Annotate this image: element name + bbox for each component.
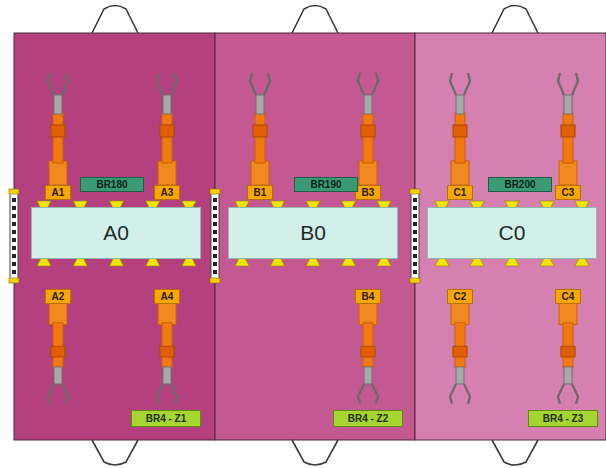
light-curtain [410,189,420,283]
robot-label-text: C4 [562,291,575,302]
fixture-table-text: C0 [499,221,526,244]
robot-arm [358,73,378,185]
robot-label-text: A2 [52,291,65,302]
robot-arm [450,303,470,404]
robot-arm [48,303,68,404]
zone-label-text: BR4 - Z3 [543,413,584,424]
fixture-table: C0 [427,207,597,259]
robot-label-text: A1 [52,187,65,198]
robot-label: C3 [555,185,581,200]
light-curtain [9,189,19,283]
fixture-table: A0 [31,207,201,259]
robot-label: B1 [247,185,273,200]
station-label: BR200 [488,177,552,192]
robot-label-text: B3 [362,187,375,198]
robot-label: A4 [154,289,180,304]
zone-label: BR4 - Z3 [528,410,598,427]
robot-arm [358,303,378,404]
robot-label-text: C3 [562,187,575,198]
robot-label: C2 [447,289,473,304]
station-label-text: BR190 [310,179,341,190]
robot-label: C1 [447,185,473,200]
robot-label: B4 [355,289,381,304]
robot-label-text: C1 [454,187,467,198]
robot-arm [48,73,68,185]
zone-label-text: BR4 - Z1 [146,413,187,424]
station-label: BR190 [294,177,358,192]
robot-label-text: A4 [161,291,174,302]
robot-label-text: B4 [362,291,375,302]
robot-arm [157,303,177,404]
station-label-text: BR180 [96,179,127,190]
robot-arm [558,303,578,404]
zone-panel [215,33,415,440]
robot-arm [558,73,578,185]
fixture-table: B0 [228,207,398,259]
robot-label-text: A3 [161,187,174,198]
zone-panel [14,33,215,440]
robot-label-text: C2 [454,291,467,302]
light-curtain [210,189,220,283]
station-label: BR180 [80,177,144,192]
robot-label: A1 [45,185,71,200]
robot-arm [250,73,270,185]
station-label-text: BR200 [504,179,535,190]
robot-label-text: B1 [254,187,267,198]
robot-label: A3 [154,185,180,200]
robot-label: A2 [45,289,71,304]
robot-arm [157,73,177,185]
zone-label: BR4 - Z2 [333,410,403,427]
zone-label-text: BR4 - Z2 [348,413,389,424]
zone-label: BR4 - Z1 [131,410,201,427]
robot-label: B3 [355,185,381,200]
robot-arm [450,73,470,185]
fixture-table-text: B0 [300,221,326,244]
zone-panel [415,33,606,440]
robot-label: C4 [555,289,581,304]
fixture-table-text: A0 [103,221,129,244]
